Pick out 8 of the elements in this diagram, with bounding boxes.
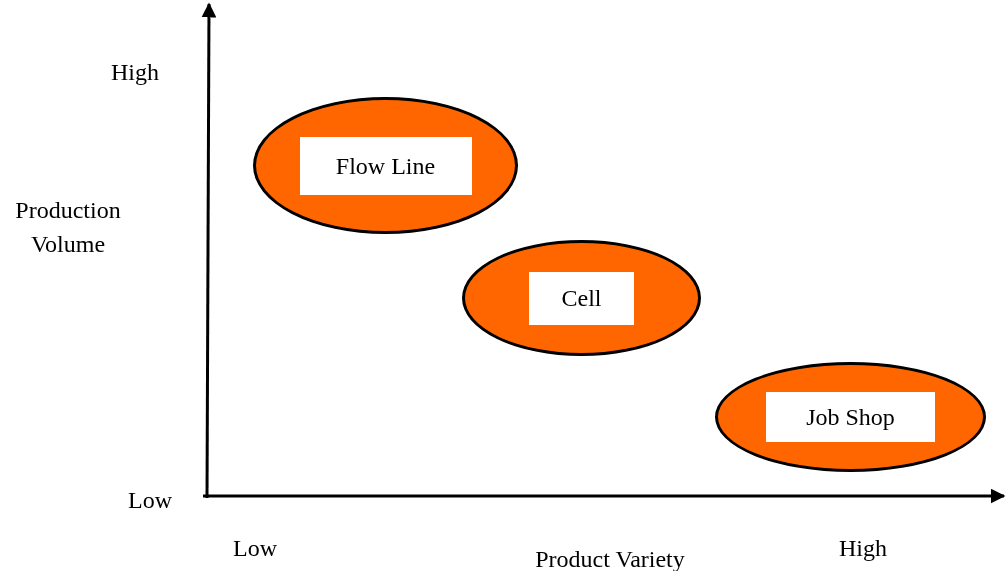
axis-label: High bbox=[838, 534, 888, 563]
axis-label: High bbox=[110, 58, 160, 87]
node-label: Flow Line bbox=[299, 136, 472, 195]
node-label: Job Shop bbox=[766, 392, 935, 442]
axis-label: Low bbox=[232, 534, 278, 563]
axis-label: Low bbox=[127, 486, 173, 515]
axis-label: Production Volume bbox=[14, 196, 122, 259]
node-label: Cell bbox=[529, 271, 634, 325]
